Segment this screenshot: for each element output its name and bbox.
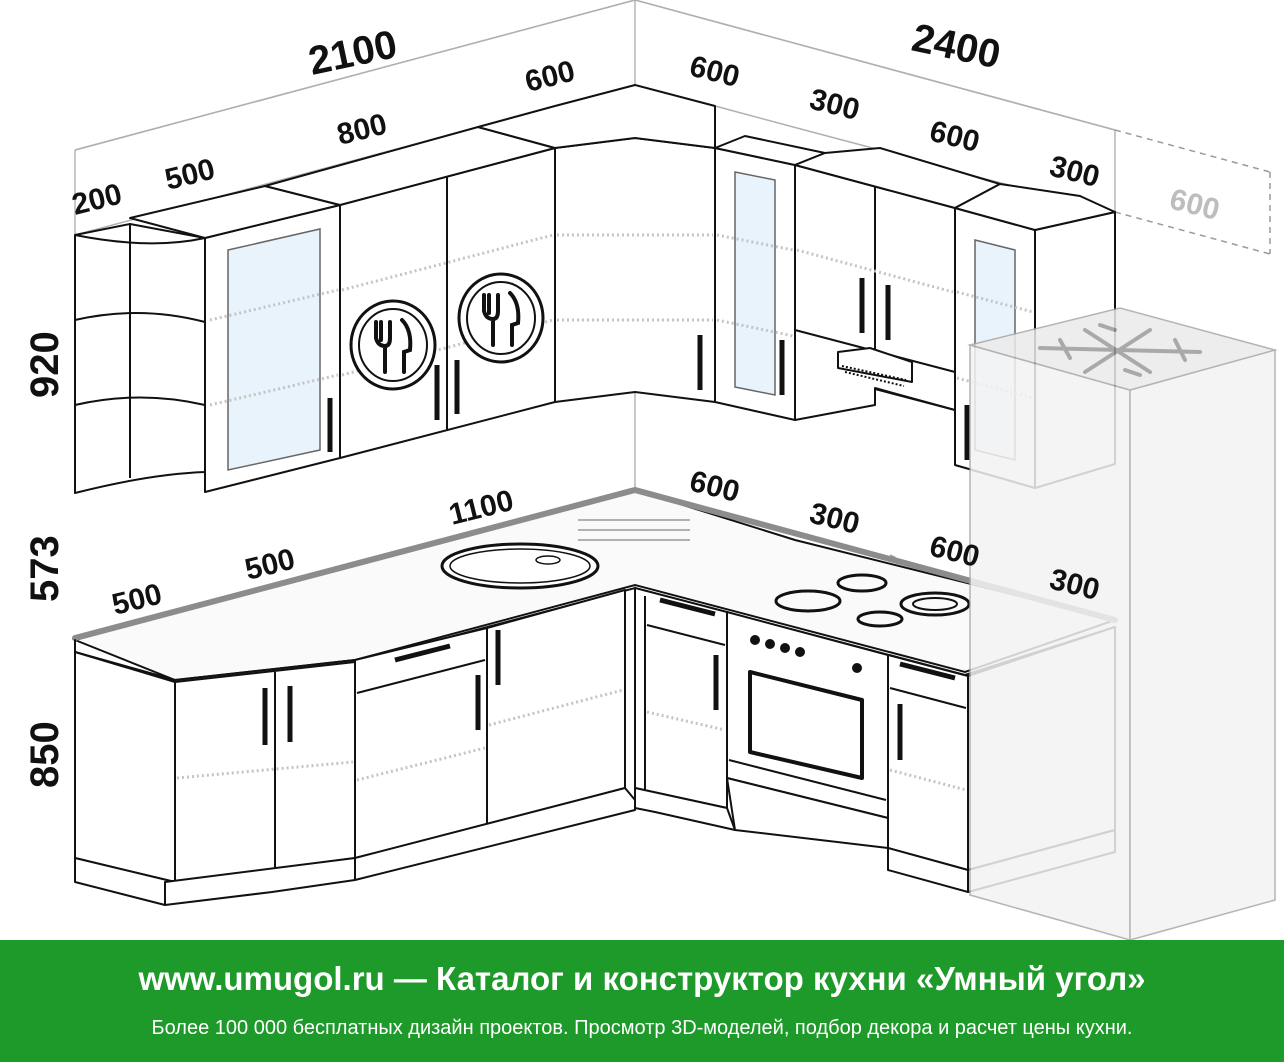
upper-cabinets-left: [74, 84, 716, 494]
range-hood: [794, 329, 956, 421]
upper-glass-cabinet-300: [714, 135, 826, 421]
dim-height-gap: 573: [23, 535, 67, 602]
base-drawer-cabinet: [354, 627, 488, 859]
upper-corner-cabinet: [477, 84, 716, 403]
dim-counter-600: 600: [686, 465, 743, 509]
dim-upper-600-left: 600: [522, 55, 579, 99]
dim-top-total-left: 2100: [305, 22, 401, 84]
dim-upper-300-end: 300: [1046, 150, 1103, 194]
dim-upper-500: 500: [162, 153, 219, 197]
induction-cooktop: [774, 573, 971, 628]
fork-knife-plate-icon: [349, 299, 437, 391]
base-corner-right-cabinet: [634, 587, 736, 831]
dim-upper-300: 300: [806, 83, 863, 127]
footer-banner: www.umugol.ru — Каталог и конструктор ку…: [0, 940, 1284, 1062]
round-sink: [440, 519, 690, 590]
upper-glass-cabinet-500: [129, 185, 341, 493]
dim-height-upper: 920: [23, 331, 67, 398]
dim-counter-300: 300: [806, 497, 863, 541]
upper-double-cabinet-600: [794, 147, 1001, 421]
dim-upper-200: 200: [69, 178, 126, 222]
base-angled-cabinet: [164, 661, 356, 906]
ghost-fridge: [967, 307, 1278, 940]
open-corner-shelf: [74, 223, 206, 494]
dim-upper-600-right: 600: [686, 50, 743, 94]
dim-height-base: 850: [23, 721, 67, 788]
upper-double-cabinet-800: [264, 126, 556, 459]
banner-subtitle: Более 100 000 бесплатных дизайн проектов…: [151, 1017, 1133, 1039]
banner-title[interactable]: www.umugol.ru — Каталог и конструктор ку…: [138, 960, 1146, 997]
dim-upper-800: 800: [334, 108, 391, 152]
kitchen-drawing: 2100 2400 200 500 800 600 600 300 600 30…: [23, 0, 1278, 940]
dim-top-total-right: 2400: [908, 16, 1004, 78]
snowflake-icon: [1038, 323, 1202, 377]
dim-upper-ghost-600: 600: [1166, 183, 1223, 227]
fork-knife-plate-icon: [457, 272, 545, 364]
built-in-oven: [726, 611, 889, 849]
dim-upper-600-mid: 600: [926, 115, 983, 159]
